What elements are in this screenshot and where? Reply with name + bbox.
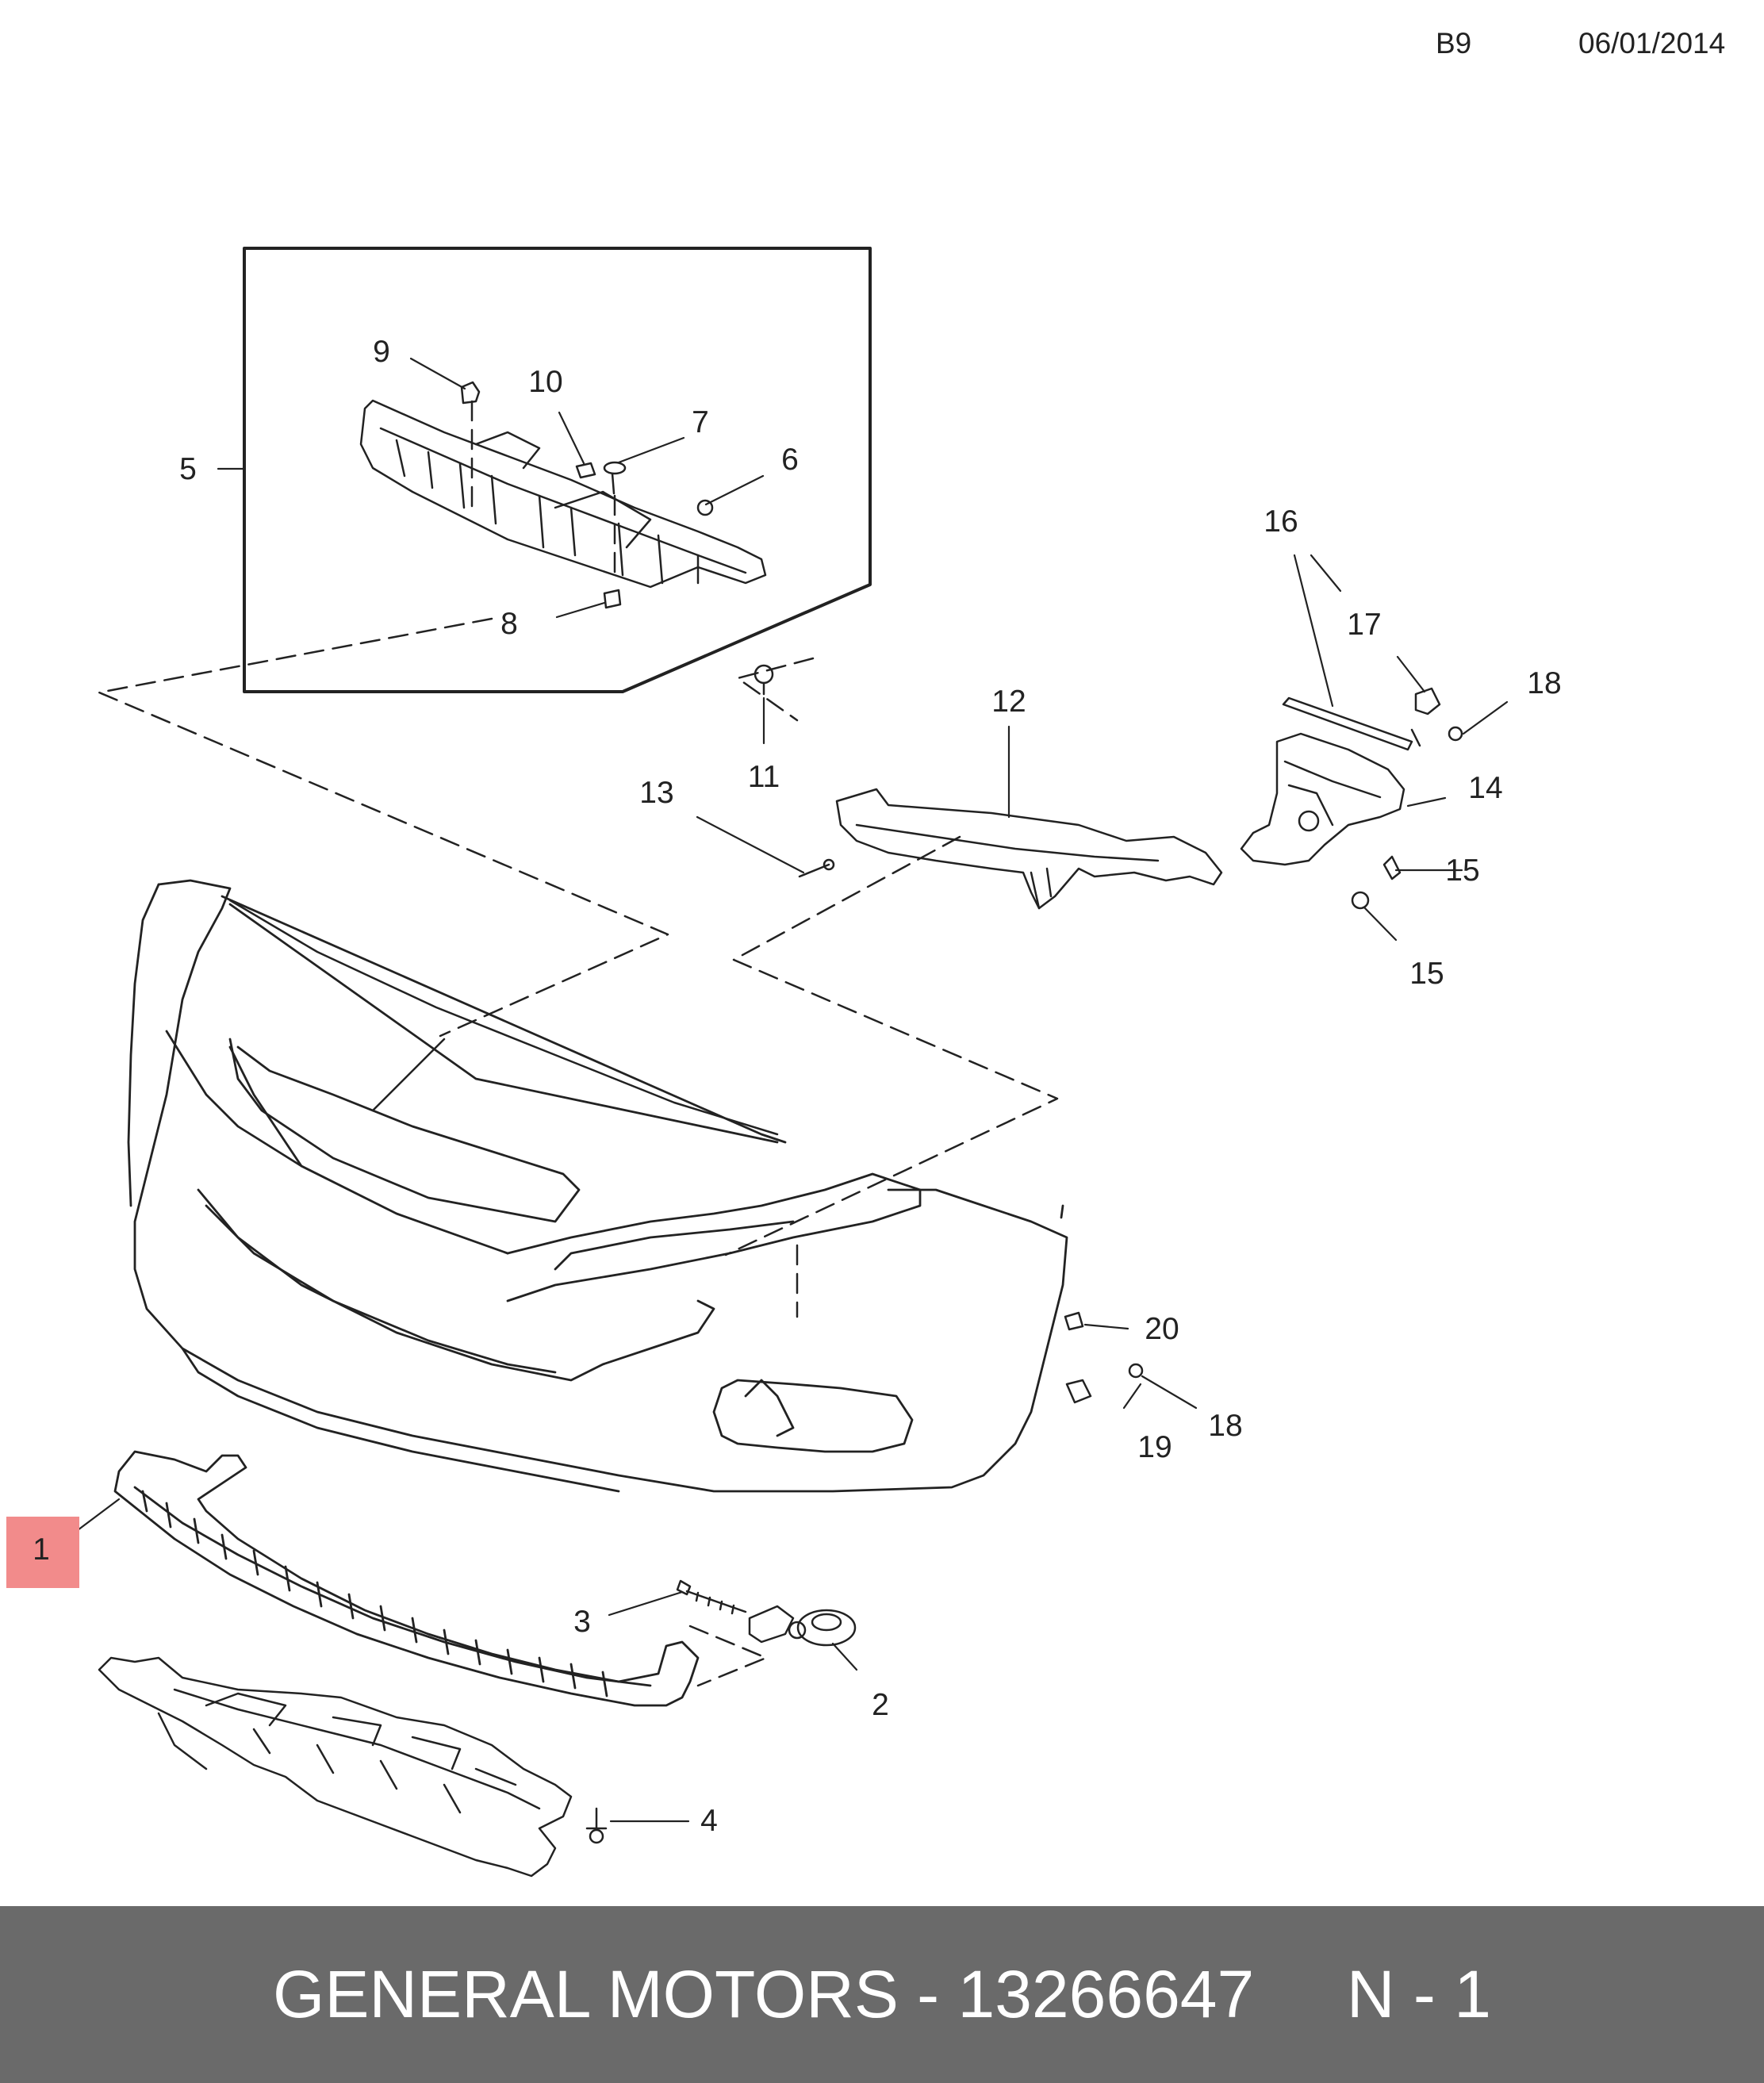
clip-17: [1410, 687, 1441, 747]
bolt-18-upper: [1448, 726, 1463, 742]
callout-3: 3: [573, 1605, 591, 1639]
callout-15a: 15: [1445, 854, 1479, 888]
callout-14: 14: [1468, 771, 1502, 805]
upper-bracket-part: [359, 399, 767, 589]
side-bracket-12: [835, 788, 1223, 910]
callout-10: 10: [528, 365, 562, 399]
callout-12: 12: [991, 685, 1026, 719]
inset-frame: [243, 247, 872, 693]
strip-16: [1282, 696, 1413, 751]
grommet-2: [788, 1609, 857, 1647]
page-date: 06/01/2014: [1578, 27, 1726, 59]
callout-15b: 15: [1409, 957, 1444, 991]
callout-13: 13: [639, 776, 673, 810]
bolt-4: [585, 1807, 608, 1844]
clip-20: [1064, 1311, 1084, 1331]
hood-outline: [228, 899, 779, 1136]
callout-11: 11: [748, 760, 780, 794]
callout-17: 17: [1347, 608, 1381, 642]
clip-6: [696, 499, 714, 516]
clip-8: [603, 589, 622, 609]
bumper-cover: [127, 879, 1068, 1493]
rivet-13: [798, 858, 835, 878]
page-code: B9: [1436, 27, 1472, 59]
screw-11: [754, 664, 774, 696]
leader-lines: [70, 357, 1509, 1823]
clip-9: [460, 381, 481, 405]
bolt-3: [676, 1579, 747, 1615]
callout-1: 1: [33, 1533, 50, 1567]
callout-2: 2: [872, 1688, 889, 1722]
side-bracket-14: [1240, 732, 1405, 866]
callout-4: 4: [700, 1804, 718, 1838]
screw-7: [603, 461, 627, 495]
callout-18b: 18: [1208, 1409, 1242, 1443]
bolt-15-upper: [1382, 855, 1402, 880]
bracket-plate: [748, 1605, 795, 1644]
nut-10: [575, 462, 596, 479]
footer-text: GENERAL MOTORS - 13266647 N - 1: [273, 1957, 1491, 2031]
dashed-guides: [98, 400, 1059, 1687]
callout-5: 5: [179, 452, 197, 486]
callout-7: 7: [692, 405, 709, 439]
nut-15-lower: [1351, 891, 1370, 910]
callout-6: 6: [781, 443, 799, 477]
lower-deflector-part-1: [113, 1450, 700, 1707]
callout-9: 9: [373, 335, 390, 369]
callout-16: 16: [1264, 504, 1298, 539]
footer-bar: GENERAL MOTORS - 13266647 N - 1: [0, 1906, 1764, 2083]
callout-1-highlight: [6, 1517, 79, 1588]
callout-8: 8: [500, 607, 518, 641]
callout-20: 20: [1145, 1312, 1179, 1346]
clip-19: [1065, 1379, 1092, 1404]
bolt-18-lower: [1128, 1363, 1144, 1379]
callout-19: 19: [1137, 1430, 1172, 1464]
undertray: [98, 1656, 573, 1878]
callout-18a: 18: [1527, 666, 1561, 700]
